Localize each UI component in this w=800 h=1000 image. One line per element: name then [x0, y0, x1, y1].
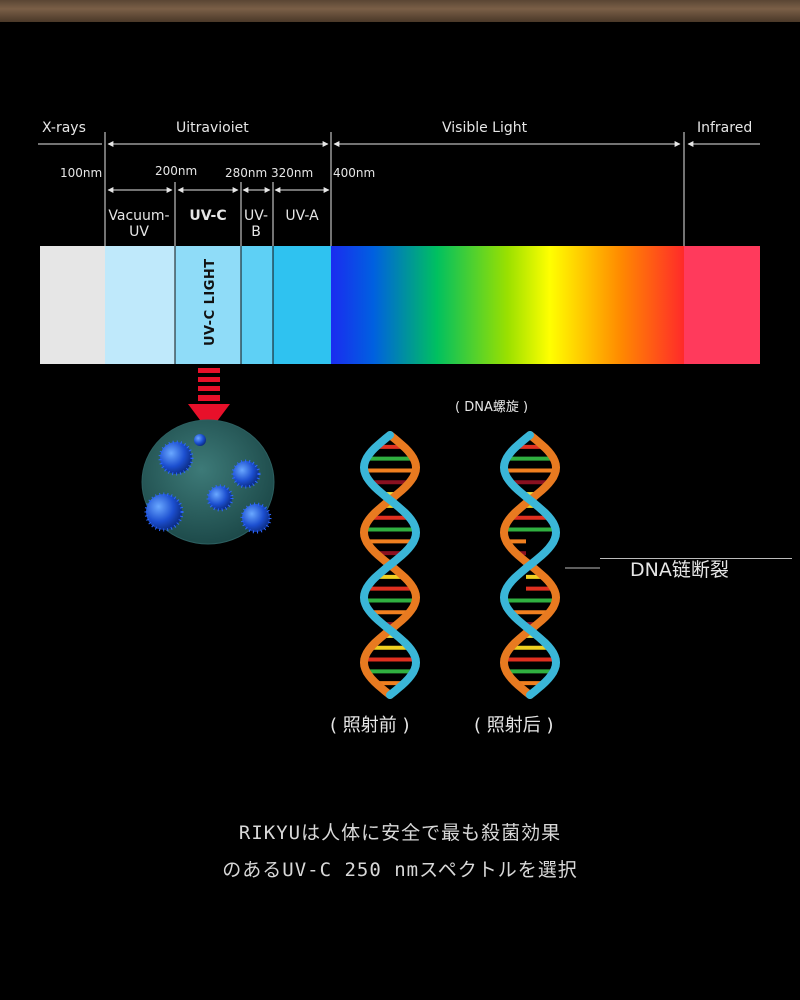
spectrum-visible-segment — [331, 246, 684, 364]
band-vacuum-uv-line1: Vacuum- — [108, 208, 170, 224]
virus-sphere-illustration — [141, 419, 275, 545]
dna-after-label: ( 照射后 ) — [474, 715, 554, 736]
caption-line-1: RIKYUは人体に安全で最も殺菌効果 — [238, 822, 562, 844]
dna-before-label: ( 照射前 ) — [330, 715, 410, 736]
region-label-ultraviolet: Uitravioiet — [176, 120, 249, 136]
dna-strand-blue — [499, 431, 561, 699]
region-label-xrays: X-rays — [42, 120, 86, 136]
band-uvb: UV- B — [240, 208, 272, 240]
wavelength-320nm: 320nm — [271, 166, 314, 180]
wood-header-strip — [0, 0, 800, 22]
dna-break-pointer-line — [600, 558, 792, 559]
spectrum-uva-segment — [273, 246, 331, 364]
dna-helix-title: ( DNA螺旋 ) — [455, 400, 529, 415]
dna-helix-after — [499, 431, 561, 699]
band-uva: UV-A — [285, 208, 319, 224]
region-label-infrared: Infrared — [697, 120, 753, 136]
caption-line-2: のあるUV-C 250 nmスペクトルを選択 — [222, 859, 578, 881]
band-uvb-line1: UV- — [243, 208, 269, 224]
virus-particles — [144, 434, 272, 534]
spectrum-infrared-segment — [684, 246, 760, 364]
wavelength-400nm: 400nm — [333, 166, 376, 180]
wavelength-100nm: 100nm — [60, 166, 103, 180]
band-uvb-line2: B — [251, 224, 261, 240]
dna-helix-before — [359, 431, 421, 699]
region-label-visible: Visible Light — [442, 120, 528, 136]
dna-strand-blue — [359, 431, 421, 699]
spectrum-uvb-segment — [241, 246, 273, 364]
band-uvc: UV-C — [189, 208, 227, 224]
spectrum-vacuum-uv-segment — [105, 246, 175, 364]
band-vacuum-uv: Vacuum- UV — [104, 208, 174, 240]
spectrum-xray-segment — [40, 246, 105, 364]
band-vacuum-uv-line2: UV — [129, 224, 149, 240]
uvc-light-label: UV-C LIGHT — [203, 258, 218, 346]
dna-helix-illustration — [359, 431, 600, 699]
spectrum-diagram: UV-C LIGHT — [38, 132, 760, 432]
wavelength-200nm: 200nm — [155, 164, 198, 178]
wavelength-280nm: 280nm — [225, 166, 268, 180]
red-down-arrow — [188, 368, 230, 432]
spectrum-uvc-segment — [175, 246, 241, 364]
dna-break-label: DNA链断裂 — [630, 559, 729, 581]
